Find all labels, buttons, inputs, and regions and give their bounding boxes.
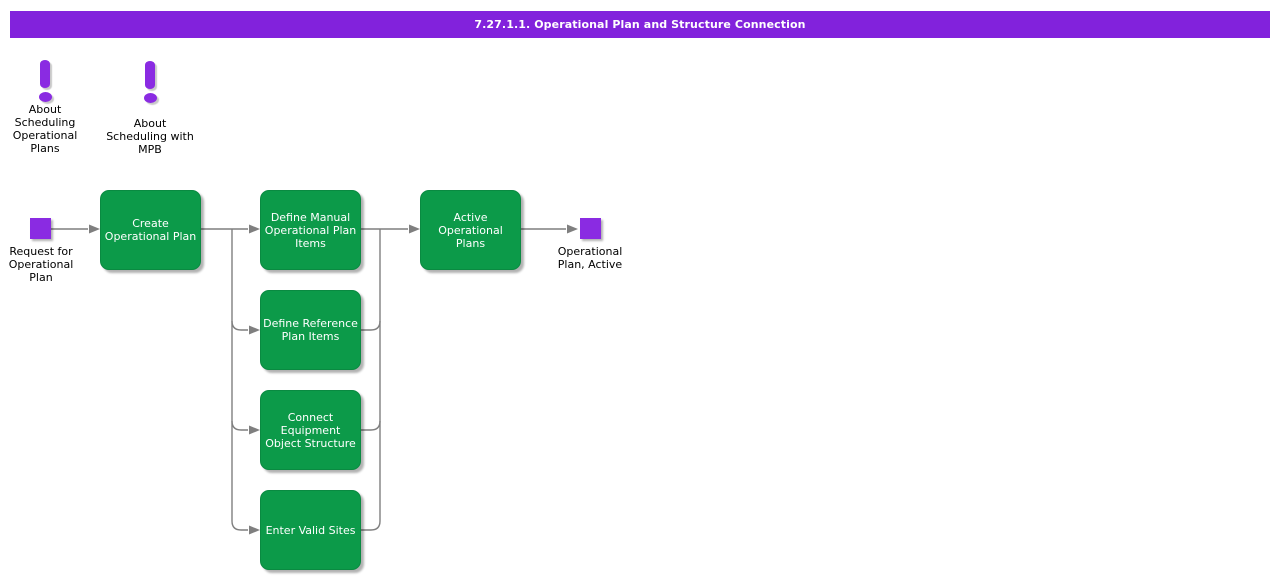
- exclamation-dot: [144, 93, 157, 103]
- end-event-label: Operational Plan, Active: [557, 245, 623, 271]
- end-event-square: [580, 218, 601, 239]
- start-event-square: [30, 218, 51, 239]
- note-link-about-scheduling-with-mpb[interactable]: About Scheduling with MPB: [106, 117, 194, 156]
- exclamation-icon[interactable]: [35, 60, 55, 102]
- exclamation-dot: [39, 92, 52, 102]
- connector-merge-right: [360, 229, 381, 531]
- task-active-operational-plans[interactable]: Active Operational Plans: [420, 190, 521, 270]
- task-connect-equipment-object-structure[interactable]: Connect Equipment Object Structure: [260, 390, 361, 470]
- diagram-title-bar: 7.27.1.1. Operational Plan and Structure…: [10, 11, 1270, 38]
- connector-branch-left: [231, 229, 260, 535]
- connector-active-to-end: [520, 224, 578, 234]
- task-define-manual-operational-plan-items[interactable]: Define Manual Operational Plan Items: [260, 190, 361, 270]
- connector-create-to-define-manual: [200, 224, 260, 234]
- connector-start-to-create: [51, 224, 100, 234]
- start-event-label: Request for Operational Plan: [8, 245, 74, 284]
- task-create-operational-plan[interactable]: Create Operational Plan: [100, 190, 201, 270]
- exclamation-stem: [145, 61, 155, 89]
- connector-to-active-plans: [360, 224, 420, 234]
- exclamation-stem: [40, 60, 50, 88]
- exclamation-icon[interactable]: [140, 61, 160, 103]
- task-enter-valid-sites[interactable]: Enter Valid Sites: [260, 490, 361, 570]
- task-define-reference-plan-items[interactable]: Define Reference Plan Items: [260, 290, 361, 370]
- note-link-about-scheduling-operational-plans[interactable]: About Scheduling Operational Plans: [12, 103, 78, 155]
